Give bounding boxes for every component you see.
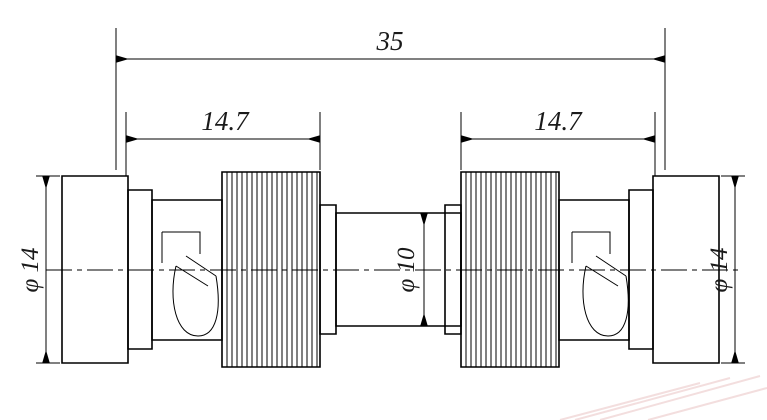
right-lug-loop — [582, 265, 629, 337]
left-end-cap — [61, 175, 129, 364]
right-end-cap — [652, 175, 720, 364]
right-length-label: 14.7 — [534, 106, 583, 136]
right-diameter-label: φ 14 — [706, 247, 733, 292]
left-bayonet-slot-top — [162, 231, 201, 254]
left-center-step — [319, 204, 337, 335]
right-lug-line-upper — [585, 265, 619, 287]
part-geometry — [46, 171, 740, 368]
left-lug-line-lower — [185, 255, 217, 277]
left-body-step — [127, 189, 153, 350]
left-length-label: 14.7 — [201, 106, 250, 136]
left-diameter-label: φ 14 — [17, 247, 44, 292]
dimension-annotations: 35 14.7 14.7 φ 14 φ 10 φ 14 — [17, 26, 745, 364]
right-lug-line-lower — [595, 255, 627, 277]
overall-length-label: 35 — [376, 26, 404, 56]
center-diameter-label: φ 10 — [393, 247, 420, 293]
watermark-decoration — [559, 375, 767, 420]
right-bayonet-slot-top — [572, 231, 611, 254]
left-lug-line-upper — [175, 265, 209, 287]
left-lug-loop — [172, 265, 219, 337]
